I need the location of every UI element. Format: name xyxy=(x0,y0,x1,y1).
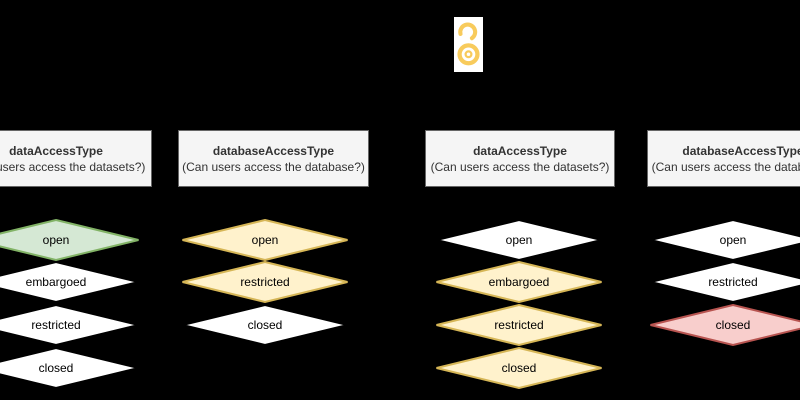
header-box-database-access-type-1: databaseAccessType (Can users access the… xyxy=(178,130,369,187)
decision-closed: closed xyxy=(181,304,349,346)
open-access-icon xyxy=(457,22,480,66)
decision-closed: closed xyxy=(435,347,603,389)
open-access-logo-panel xyxy=(454,17,483,72)
decision-label: open xyxy=(505,233,533,247)
decision-open: open xyxy=(181,219,349,261)
decision-label: embargoed xyxy=(488,275,550,289)
box-title: databaseAccessType xyxy=(682,143,800,158)
box-title: dataAccessType xyxy=(473,143,567,158)
decision-embargoed: embargoed xyxy=(435,261,603,303)
decision-label: embargoed xyxy=(25,275,87,289)
decision-open: open xyxy=(649,219,800,261)
box-subtitle: (Can users access the datasets?) xyxy=(430,159,610,174)
box-title: databaseAccessType xyxy=(212,143,335,158)
decision-label: open xyxy=(42,233,70,247)
decision-restricted: restricted xyxy=(181,261,349,303)
decision-restricted: restricted xyxy=(0,304,140,346)
box-title: dataAccessType xyxy=(9,143,103,158)
header-box-data-access-type-1: dataAccessType (Can users access the dat… xyxy=(0,130,152,187)
decision-open: open xyxy=(435,219,603,261)
decision-label: restricted xyxy=(31,318,81,332)
box-subtitle: (Can users access the datasets?) xyxy=(0,159,146,174)
decision-closed: closed xyxy=(0,347,140,389)
decision-label: closed xyxy=(38,361,74,375)
decision-embargoed: embargoed xyxy=(0,261,140,303)
header-box-database-access-type-2: databaseAccessType (Can users access the… xyxy=(647,130,800,187)
decision-closed: closed xyxy=(649,304,800,346)
decision-label: open xyxy=(719,233,747,247)
decision-label: restricted xyxy=(708,275,758,289)
decision-open: open xyxy=(0,219,140,261)
decision-label: closed xyxy=(501,361,537,375)
decision-label: closed xyxy=(247,318,283,332)
box-subtitle: (Can users access the database?) xyxy=(182,159,365,174)
decision-label: restricted xyxy=(494,318,544,332)
header-box-data-access-type-2: dataAccessType (Can users access the dat… xyxy=(425,130,615,187)
box-subtitle: (Can users access the database?) xyxy=(651,159,800,174)
decision-label: open xyxy=(251,233,279,247)
decision-label: closed xyxy=(715,318,751,332)
decision-restricted: restricted xyxy=(649,261,800,303)
decision-label: restricted xyxy=(240,275,290,289)
decision-restricted: restricted xyxy=(435,304,603,346)
